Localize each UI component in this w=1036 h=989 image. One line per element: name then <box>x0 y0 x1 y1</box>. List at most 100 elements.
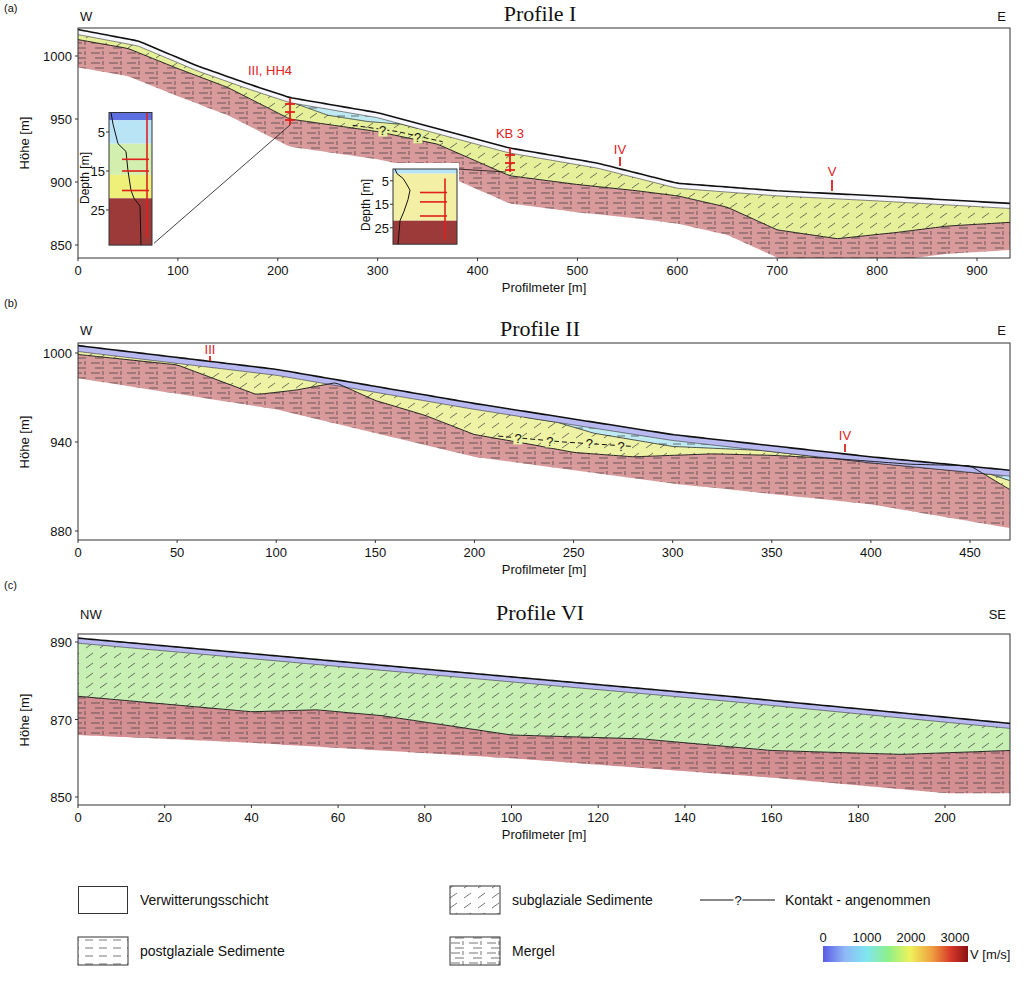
legend-hatch-swatch <box>450 886 500 914</box>
velocity-layer <box>109 144 152 175</box>
axis-tick-label: 250 <box>563 546 585 559</box>
axis-title: Profilmeter [m] <box>502 563 587 576</box>
axis-tick <box>598 805 599 808</box>
axis-tick <box>877 258 878 261</box>
uncertain-contact-mark: ? <box>545 434 554 447</box>
axis-tick <box>75 442 78 443</box>
station-tick <box>285 119 295 121</box>
station-label: KB 3 <box>496 127 524 140</box>
axis-tick-label: 900 <box>50 176 72 189</box>
inset-background <box>79 108 154 250</box>
axis-tick <box>106 171 109 172</box>
axis-tick-label: 120 <box>587 811 609 824</box>
colorbar-unit: V [m/s] <box>970 948 1010 961</box>
axis-tick-label: 200 <box>464 546 486 559</box>
borehole-sensor <box>420 192 447 194</box>
station-marker <box>844 444 846 452</box>
axis-tick <box>78 805 79 808</box>
assumed-contact <box>353 125 443 141</box>
axis-tick-label: 60 <box>331 811 345 824</box>
postglacial-layer <box>293 103 418 128</box>
axis-tick <box>75 56 78 57</box>
mergel-contact <box>78 354 1010 489</box>
uncertain-contact-mark: ? <box>378 123 387 136</box>
axis-tick <box>106 210 109 211</box>
velocity-layer <box>109 113 152 121</box>
axis-tick-label: 50 <box>170 546 184 559</box>
legend-hatch-swatch <box>78 937 128 965</box>
station-marker <box>831 180 833 191</box>
axis-tick-label: 500 <box>567 264 589 277</box>
axis-tick-label: 100 <box>265 546 287 559</box>
axis-tick <box>78 258 79 261</box>
axis-tick <box>177 258 178 261</box>
velocity-tick-label: 0 <box>819 931 826 944</box>
axis-title: Höhe [m] <box>18 416 31 469</box>
mergel-contact <box>78 696 1010 754</box>
axis-tick-label: 870 <box>50 713 72 726</box>
inset-leader <box>457 169 506 172</box>
axis-tick <box>677 258 678 261</box>
uncertain-contact-mark: ? <box>413 130 422 143</box>
axis-title: Höhe [m] <box>18 694 31 747</box>
axis-tick-label: 150 <box>364 546 386 559</box>
axis-title: Profilmeter [m] <box>502 281 587 294</box>
direction-label: W <box>80 324 92 337</box>
axis-tick-label: 900 <box>966 264 988 277</box>
axis-tick <box>477 258 478 261</box>
axis-tick <box>684 805 685 808</box>
velocity-layer <box>393 221 457 245</box>
axis-tick-label: 140 <box>674 811 696 824</box>
axis-tick <box>277 258 278 261</box>
station-tick <box>505 154 515 156</box>
uncertain-contact-mark: ? <box>585 437 594 450</box>
borehole-sensor <box>420 201 447 203</box>
inset-frame <box>109 113 152 246</box>
axis-tick <box>771 805 772 808</box>
direction-label: E <box>997 324 1006 337</box>
depth-tick-label: 15 <box>91 165 105 178</box>
axis-tick <box>177 540 178 543</box>
depth-tick-label: 5 <box>98 126 105 139</box>
axis-tick-label: 400 <box>860 546 882 559</box>
inset-leader <box>152 125 290 245</box>
station-label: IV <box>839 429 851 442</box>
axis-tick <box>375 540 376 543</box>
axis-tick <box>164 805 165 808</box>
axis-tick <box>858 805 859 808</box>
legend-swatch <box>78 886 128 914</box>
axis-tick-label: 0 <box>74 811 81 824</box>
velocity-tick-label: 3000 <box>941 931 970 944</box>
velocity-colorbar <box>823 946 968 962</box>
axis-tick <box>75 531 78 532</box>
axis-tick-label: 850 <box>50 239 72 252</box>
borehole-inset <box>79 108 290 250</box>
axis-tick <box>78 540 79 543</box>
axis-tick-label: 950 <box>50 113 72 126</box>
terrain-surface <box>78 346 1010 471</box>
profile-title: Profile VI <box>496 602 584 624</box>
axis-tick <box>106 132 109 133</box>
velocity-curve <box>395 169 410 244</box>
borehole-line <box>444 178 446 239</box>
axis-tick <box>573 540 574 543</box>
weathering-layer <box>78 638 1010 728</box>
axis-tick-label: 300 <box>367 264 389 277</box>
axis-tick <box>338 805 339 808</box>
borehole-line <box>146 113 148 238</box>
axis-tick-label: 1000 <box>43 347 72 360</box>
velocity-layer <box>109 198 152 245</box>
axis-tick-label: 450 <box>959 546 981 559</box>
direction-label: E <box>997 10 1006 23</box>
axis-tick <box>75 642 78 643</box>
station-tick <box>505 162 515 164</box>
axis-title: Depth [m] <box>360 178 372 232</box>
plot-frame <box>78 343 1010 540</box>
axis-tick <box>970 540 971 543</box>
mergel-contact <box>78 40 1010 239</box>
profile-title: Profile I <box>504 3 577 25</box>
terrain-surface <box>78 30 1010 204</box>
borehole-sensor <box>122 159 149 161</box>
axis-tick-label: 0 <box>74 546 81 559</box>
